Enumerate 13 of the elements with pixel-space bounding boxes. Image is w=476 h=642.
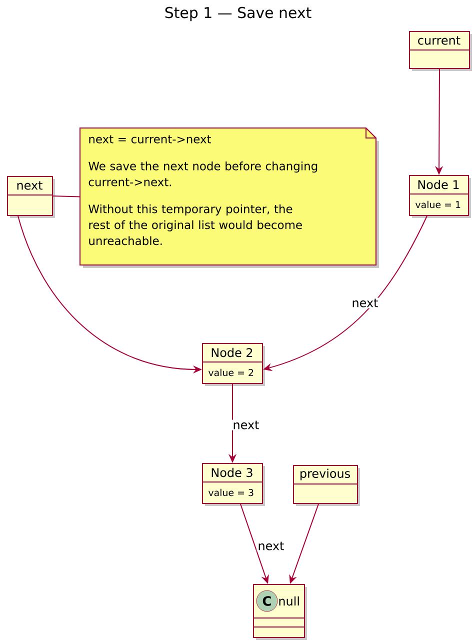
edge-label: next bbox=[256, 540, 286, 552]
class-box: next bbox=[6, 176, 55, 218]
edge-label: next bbox=[232, 420, 260, 430]
note-connector bbox=[52, 196, 80, 198]
edge-label: next bbox=[350, 298, 380, 308]
class-box: Node 3 value = 3 bbox=[202, 463, 265, 506]
class-box: Node 2 value = 2 bbox=[202, 343, 265, 386]
note: next = current->next We save the next node before changing current->next. Without this temporary pointer, the rest of the original list would become unreachable. bbox=[80, 128, 379, 268]
class-box: current bbox=[408, 31, 472, 71]
class-box: Node 1 value = 1 bbox=[408, 175, 471, 218]
class-box: previous bbox=[292, 465, 360, 506]
title: Step 1 — Save next bbox=[165, 6, 312, 22]
class-box: C null bbox=[252, 584, 307, 640]
